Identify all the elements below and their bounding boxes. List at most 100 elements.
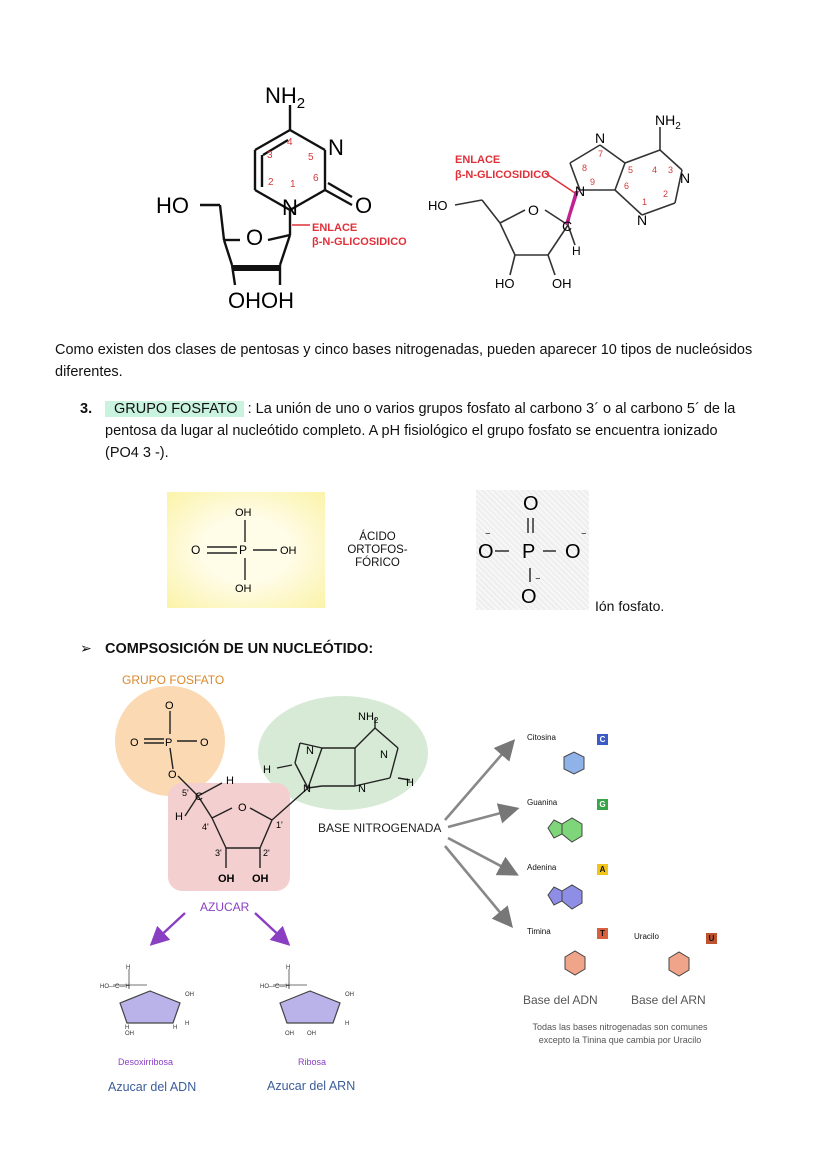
bases-note-line: excepto la Tinina que cambia por Uracilo xyxy=(538,1035,702,1045)
svg-text:OH: OH xyxy=(125,1031,134,1037)
svg-text:OH: OH xyxy=(185,992,194,998)
svg-text:H: H xyxy=(125,1025,129,1031)
azucar-arrows xyxy=(149,912,291,946)
acid-name: ÁCIDO ORTOFOS- FÓRICO xyxy=(340,531,415,570)
h-label: H xyxy=(263,764,271,776)
nh2-label: NH2 xyxy=(655,112,681,132)
acid-name-line: FÓRICO xyxy=(355,557,400,569)
n3-label: N xyxy=(637,212,647,228)
base-guanina: Guanina G xyxy=(527,798,612,853)
o-label: O xyxy=(191,543,200,557)
base-letter-badge: U xyxy=(706,933,717,944)
c-label: C xyxy=(562,218,572,234)
ring-num: 2 xyxy=(268,177,274,188)
carbonyl-o-label: O xyxy=(355,193,372,218)
carbon-label: 3' xyxy=(215,848,222,858)
base-letter-badge: A xyxy=(597,864,608,875)
base-adn-label: Base del ADN xyxy=(523,993,598,1007)
svg-text:H: H xyxy=(126,965,130,971)
o-left-label: O xyxy=(478,541,494,563)
bases-note-line: Todas las bases nitrogenadas son comunes xyxy=(532,1022,708,1032)
ohoh-label: OHOH xyxy=(228,288,294,313)
base-name: Timina xyxy=(527,927,551,936)
base-letter-badge: T xyxy=(597,928,608,939)
h-label: H xyxy=(572,244,581,258)
ring-num: 4 xyxy=(287,137,293,148)
ring-num: 3 xyxy=(668,165,673,175)
svg-text:H: H xyxy=(185,1021,189,1027)
p-label: P xyxy=(522,541,535,563)
svg-text:OH: OH xyxy=(345,992,354,998)
o-right-label: O xyxy=(565,541,581,563)
section-3-line-2: pentosa da lugar al nucleótido completo.… xyxy=(105,423,718,439)
nucleotide-diagram: GRUPO FOSFATO O P O xyxy=(115,673,441,913)
base-letter-badge: G xyxy=(597,799,608,810)
arrow-icon xyxy=(254,912,291,946)
sugar-caption-rna: Azucar del ARN xyxy=(267,1079,356,1093)
c-label: C xyxy=(195,791,203,803)
base-uracilo: Uracilo U xyxy=(634,932,719,987)
base-name: Citosina xyxy=(527,733,556,742)
p-label: P xyxy=(239,543,247,557)
azucar-label: AZUCAR xyxy=(200,900,250,913)
ring-num: 3 xyxy=(267,150,273,161)
carbon-label: 1' xyxy=(276,820,283,830)
svg-text:H: H xyxy=(345,1021,349,1027)
phosphate-circle xyxy=(115,686,225,796)
citosina-ring xyxy=(563,751,585,775)
n-label: N xyxy=(306,745,314,757)
section-3-title: GRUPO FOSFATO xyxy=(105,401,244,417)
glicosidico-label: β-N-GLICOSIDICO xyxy=(312,236,407,248)
n7-label: N xyxy=(595,130,605,146)
carbon-label: 2' xyxy=(263,848,270,858)
base-adenina: Adenina A xyxy=(527,863,612,918)
o-label: O xyxy=(168,769,177,781)
n-label: N xyxy=(328,135,344,160)
ring-num: 6 xyxy=(313,173,319,184)
n-label: N xyxy=(303,783,311,795)
section-3-line-3: (PO4 3 -). xyxy=(105,445,169,461)
n-label: N xyxy=(358,783,366,795)
o-top-label: O xyxy=(523,493,539,515)
svg-text:H: H xyxy=(173,1025,177,1031)
adenina-ring xyxy=(547,884,583,910)
phosphoric-acid-box xyxy=(167,492,325,608)
oh-label: OH xyxy=(252,873,269,885)
o-label: O xyxy=(200,737,209,749)
o-label: O xyxy=(165,700,174,712)
base-circle xyxy=(258,696,428,810)
sugar-name-dna: Desoxirribosa xyxy=(118,1057,174,1067)
oh-bottom-label: OH xyxy=(552,276,572,291)
timina-ring xyxy=(564,950,586,976)
ring-num: 9 xyxy=(590,177,595,187)
ring-num: 5 xyxy=(628,165,633,175)
svg-text:H: H xyxy=(286,965,290,971)
h-label: H xyxy=(406,777,414,789)
arrow-icon xyxy=(443,845,513,929)
enlace-label: ENLACE xyxy=(312,222,357,234)
sugar-name-rna: Ribosa xyxy=(298,1057,327,1067)
acid-name-line: ÁCIDO xyxy=(359,531,396,543)
n-label: N xyxy=(380,749,388,761)
sugar-caption-dna: Azucar del ADN xyxy=(108,1080,197,1094)
ring-num: 5 xyxy=(308,152,314,163)
section-3-text-a: : La unión de uno o varios grupos fosfat… xyxy=(243,401,736,417)
arrow-icon xyxy=(444,739,516,821)
intro-paragraph: Como existen dos clases de pentosas y ci… xyxy=(55,342,753,380)
cytidine-structure: NH2 N N O O HO OHOH 3 4 5 6 2 1 ENLACE β… xyxy=(156,83,407,313)
svg-text:HO—C—H: HO—C—H xyxy=(260,984,290,990)
base-name: Uracilo xyxy=(634,932,659,941)
n1-label: N xyxy=(680,170,690,186)
carbon-label: 5' xyxy=(182,788,189,798)
base-nitrogenada-label: BASE NITROGENADA xyxy=(318,821,441,835)
phosphate-ion-structure: O O ‾ P O ‾ O ‾ xyxy=(478,493,587,608)
section-3-number: 3. xyxy=(80,401,93,417)
svg-text:‾: ‾ xyxy=(581,533,587,545)
base-letter-badge: C xyxy=(597,734,608,745)
phosphate-ion-box xyxy=(476,490,589,610)
bases-note: Todas las bases nitrogenadas son comunes… xyxy=(515,1021,725,1047)
uracilo-ring xyxy=(668,951,690,977)
adenosine-structure: ENLACE β-N-GLICOSIDICO NH2 N N N N O C H… xyxy=(428,112,690,291)
